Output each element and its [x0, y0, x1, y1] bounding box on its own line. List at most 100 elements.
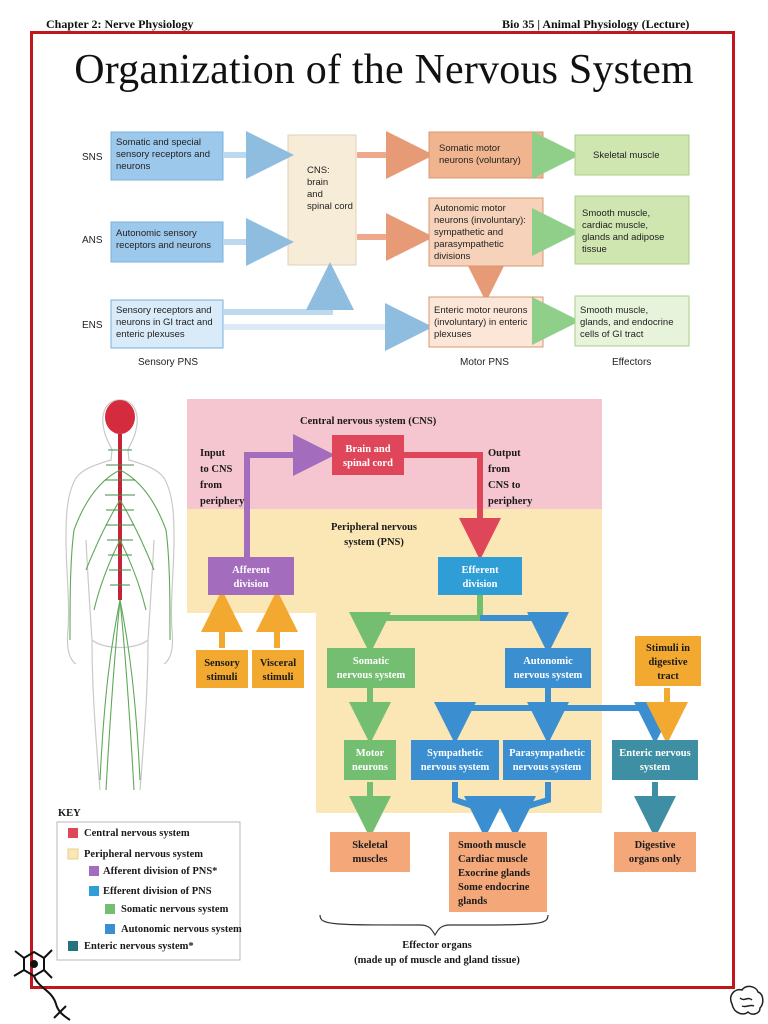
key-swatch-cns	[68, 828, 78, 838]
motor-neurons-box	[344, 740, 396, 780]
effector-brace	[319, 914, 549, 937]
arrow-parasympathetic-to-smooth	[494, 782, 551, 838]
sensory-stimuli-box	[196, 650, 248, 688]
sns-motor-box	[428, 131, 544, 179]
ens-effector-box	[574, 295, 690, 347]
smooth-muscle-box	[449, 832, 547, 912]
key-swatch-efferent	[89, 886, 99, 896]
ans-effector-text: Smooth muscle,cardiac muscle,glands and …	[582, 208, 664, 255]
key-swatch-somatic	[105, 904, 115, 914]
arrow-to-sympathetic	[434, 688, 551, 744]
key-item-efferent: Efferent division of PNS	[103, 886, 212, 897]
key-box	[56, 821, 241, 961]
autonomic-box	[505, 648, 591, 688]
key-title: KEY	[58, 808, 81, 819]
arrow-efferent-to-autonomic	[480, 612, 569, 654]
body-outline	[65, 399, 175, 791]
key-item-enteric: Enteric nervous system*	[84, 941, 194, 952]
col-sensory-pns: Sensory PNS	[138, 357, 198, 368]
neuron-doodle-icon	[13, 949, 71, 1021]
brain-doodle-icon	[730, 985, 764, 1015]
key-item-pns: Peripheral nervous system	[84, 849, 203, 860]
spinal-nerve-ticks	[105, 449, 135, 586]
arrow-ens-to-cns	[224, 262, 354, 315]
brain-spinal-cord-box	[332, 435, 404, 475]
efferent-division-box	[438, 557, 522, 595]
ens-motor-box	[428, 296, 544, 348]
peripheral-nerves	[69, 469, 171, 791]
label-sns: SNS	[82, 152, 103, 163]
sns-effector-box	[574, 134, 690, 176]
ans-effector-box	[574, 195, 690, 265]
header-chapter: Chapter 2: Nerve Physiology	[46, 17, 194, 31]
arrow-efferent-to-somatic	[349, 595, 483, 654]
page-title: Organization of the Nervous System	[74, 47, 694, 93]
key-item-autonomic: Autonomic nervous system	[121, 924, 242, 935]
visceral-stimuli-box	[252, 650, 304, 688]
enteric-box	[612, 740, 698, 780]
col-effectors: Effectors	[612, 357, 651, 368]
sympathetic-box	[411, 740, 499, 780]
col-motor-pns: Motor PNS	[460, 357, 509, 368]
ens-sensory-box	[110, 299, 224, 349]
sns-effector-text: Skeletal muscle	[593, 150, 660, 161]
digestive-organs-box	[614, 832, 696, 872]
key-swatch-pns	[67, 848, 79, 860]
key-swatch-afferent	[89, 866, 99, 876]
skeletal-muscles-box	[330, 832, 410, 872]
key-swatch-enteric	[68, 941, 78, 951]
cns-region-title: Central nervous system (CNS)	[300, 416, 437, 427]
ans-motor-box	[428, 197, 544, 267]
somatic-box	[327, 648, 415, 688]
key-item-cns: Central nervous system	[84, 828, 190, 839]
label-ens: ENS	[82, 320, 103, 331]
brain-shape	[105, 400, 135, 434]
arrow-sympathetic-to-smooth	[452, 782, 506, 838]
ans-sensory-box	[110, 221, 224, 263]
digestive-stimuli-box	[635, 636, 701, 686]
effector-organs-label: Effector organs(made up of muscle and gl…	[354, 940, 520, 966]
header-course: Bio 35 | Animal Physiology (Lecture)	[502, 17, 690, 31]
afferent-division-box	[208, 557, 294, 595]
cns-box	[287, 134, 357, 266]
key-item-somatic: Somatic nervous system	[121, 904, 229, 915]
arrow-cns-to-efferent	[404, 452, 501, 560]
parasympathetic-box	[503, 740, 591, 780]
label-ans: ANS	[82, 235, 103, 246]
key-item-afferent: Afferent division of PNS*	[103, 866, 217, 877]
arrow-afferent-to-cns	[244, 434, 335, 558]
sns-sensory-box	[110, 131, 224, 181]
page-frame	[30, 31, 735, 989]
key-swatch-autonomic	[105, 924, 115, 934]
ens-motor-text: Enteric motor neurons(involuntary) in en…	[434, 305, 528, 340]
